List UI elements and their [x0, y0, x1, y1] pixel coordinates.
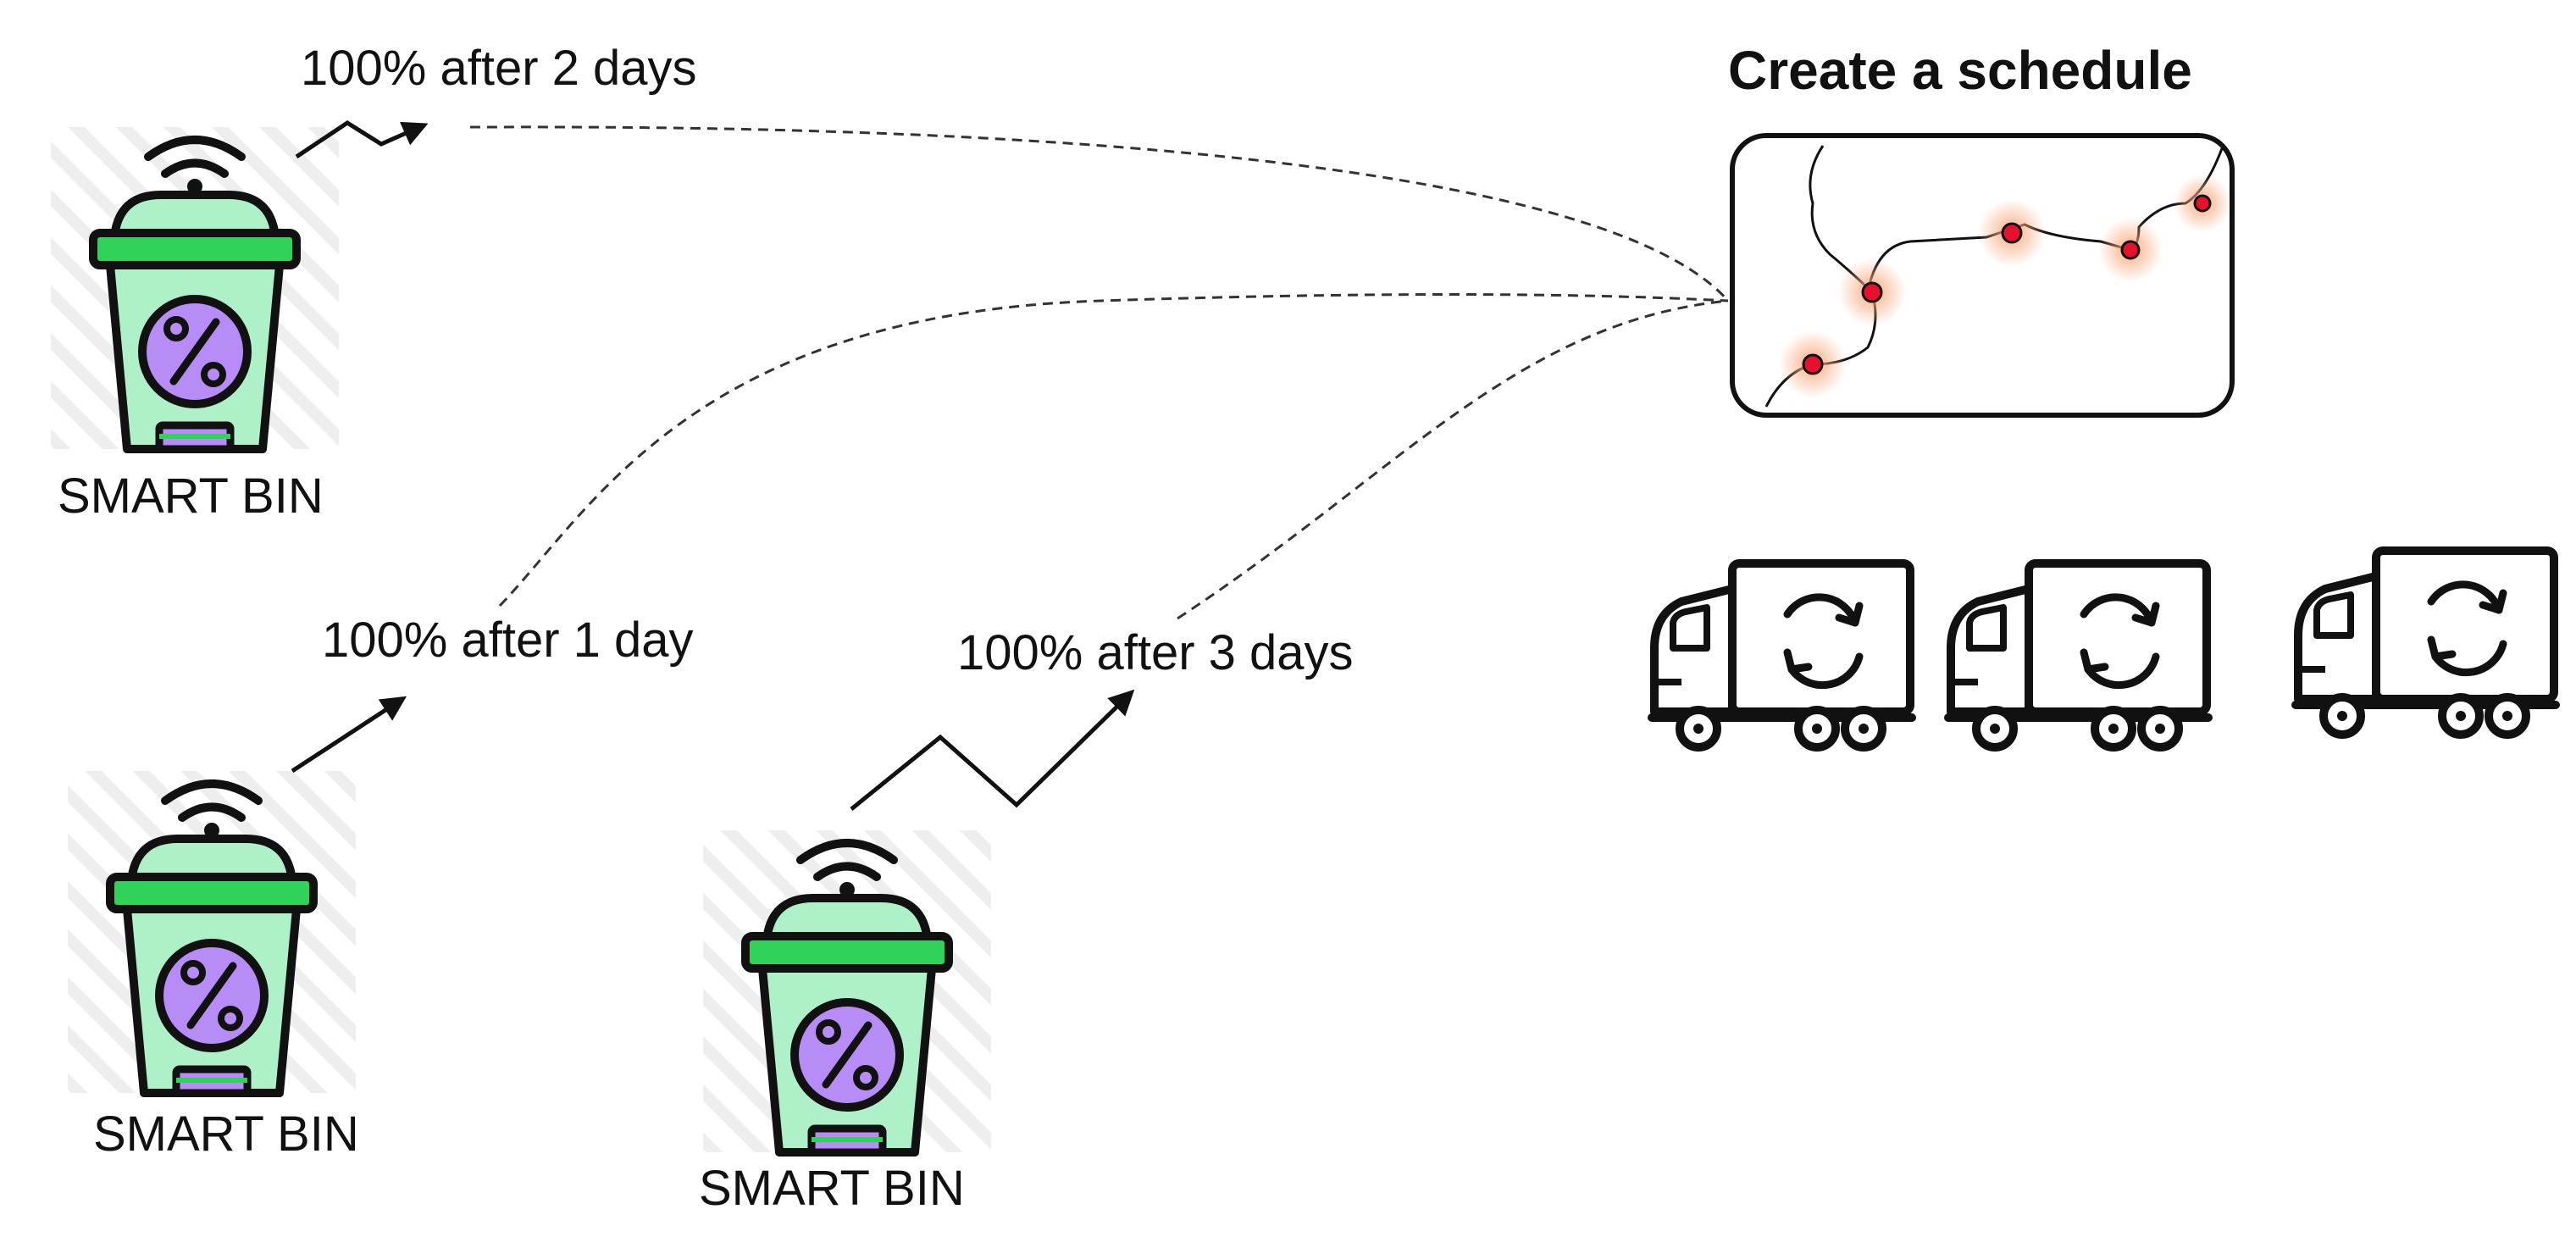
signal-arrow-1 — [295, 120, 429, 159]
bin-1-note: 100% after 2 days — [301, 41, 697, 96]
smart-bin-2: 100% after 1 day SMART BIN — [68, 613, 694, 1162]
smart-bin-icon — [51, 127, 339, 449]
recycling-truck-icon — [1652, 563, 1912, 747]
connector-bin-2 — [498, 293, 1729, 607]
smart-bin-icon — [703, 830, 991, 1152]
smart-bin-1: 100% after 2 days SMART BIN — [51, 41, 697, 524]
schedule-title: Create a schedule — [1728, 40, 2192, 101]
bin-3-note: 100% after 3 days — [957, 625, 1354, 680]
connector-bin-3 — [1177, 299, 1729, 620]
smart-bin-3: 100% after 3 days SMART BIN — [699, 625, 1354, 1216]
connector-bin-1 — [469, 125, 1730, 302]
smart-bin-icon — [68, 771, 356, 1093]
signal-arrow-2 — [291, 696, 407, 774]
signal-arrow-3 — [850, 689, 1135, 811]
bin-1-label: SMART BIN — [58, 469, 324, 524]
bin-2-note: 100% after 1 day — [322, 613, 694, 668]
route-map-icon — [1730, 133, 2235, 418]
bin-2-label: SMART BIN — [93, 1107, 359, 1162]
recycling-truck-icon — [1948, 563, 2208, 747]
bin-3-label: SMART BIN — [699, 1161, 965, 1216]
recycling-truck-icon — [2296, 551, 2556, 735]
